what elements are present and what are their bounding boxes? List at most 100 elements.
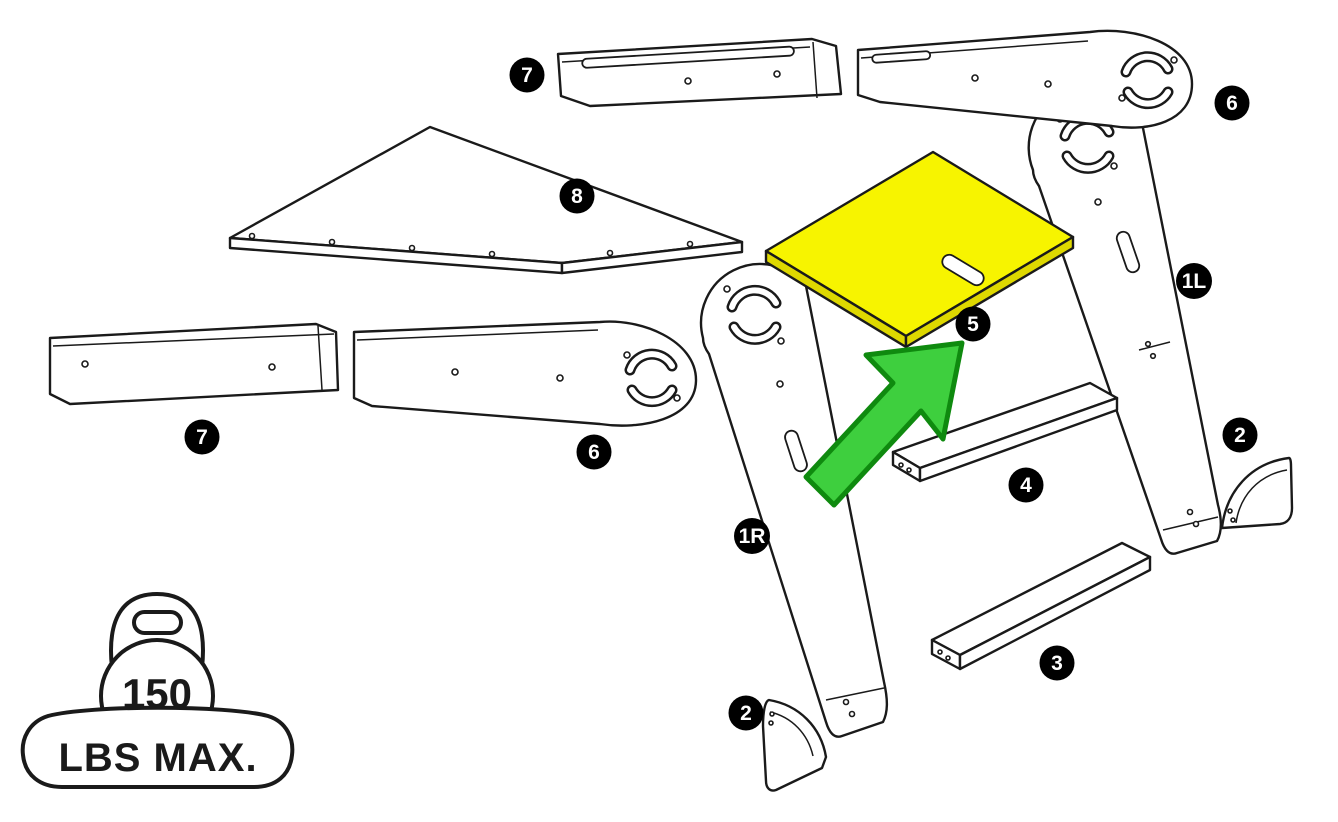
- screw-hole: [898, 462, 904, 468]
- weight-limit-badge: 150 LBS MAX.: [20, 592, 295, 789]
- rail-6-top-body: [856, 29, 1194, 129]
- part-badge-6-top: 6: [1214, 85, 1250, 121]
- panel-5-top-face: [764, 150, 1075, 338]
- edge-line: [356, 329, 599, 341]
- screw-hole: [768, 720, 774, 726]
- badge-label: 4: [1020, 474, 1032, 497]
- badge-circle: [576, 434, 612, 470]
- screw-hole: [937, 649, 943, 655]
- screw-hole: [1186, 508, 1194, 516]
- screw-hole: [268, 363, 276, 371]
- part-badge-5: 5: [955, 306, 991, 342]
- badge-circle: [1176, 263, 1212, 299]
- screw-hole: [769, 711, 775, 717]
- weight-limit-caption: LBS MAX.: [58, 736, 257, 780]
- screw-hole: [606, 249, 614, 257]
- screw-hole: [848, 710, 856, 718]
- screw-hole: [1094, 198, 1102, 206]
- rail-7-left-body: [48, 322, 340, 406]
- badge-circle: [728, 695, 764, 731]
- panel-8-desktop: [228, 125, 744, 275]
- part-badge-3: 3: [1039, 645, 1075, 681]
- foot-seam-line: [825, 687, 885, 701]
- leg-1L-body: [1027, 85, 1223, 555]
- badge-circle: [1008, 467, 1044, 503]
- rail-6-left-body: [352, 320, 698, 427]
- foot-cap-2-bottom: [761, 698, 828, 792]
- foot-seam-line: [1162, 516, 1219, 531]
- screw-hole: [971, 74, 979, 82]
- part-badge-8: 8: [559, 178, 595, 214]
- screw-hole: [1227, 508, 1233, 514]
- badge-circle: [509, 57, 545, 93]
- screw-hole: [773, 70, 781, 78]
- weight-limit-value: 150: [122, 670, 192, 717]
- part-badge-6-left: 6: [576, 434, 612, 470]
- part-badge-7-left: 7: [184, 419, 220, 455]
- rail-slot: [871, 50, 932, 64]
- rail-7-top-body: [556, 37, 843, 108]
- badge-circle: [734, 518, 770, 554]
- badge-label: 7: [196, 426, 208, 449]
- arrow-icon: [803, 340, 965, 508]
- screw-hole: [623, 351, 631, 359]
- screw-hole: [1230, 517, 1236, 523]
- screw-hole: [906, 467, 912, 473]
- rail-6-top: [856, 29, 1194, 129]
- leg-1R: [699, 262, 889, 738]
- curved-slot-icon: [1125, 89, 1171, 107]
- rail-7-left: [48, 322, 340, 406]
- part-badge-1R: 1R: [734, 518, 770, 554]
- badge-circle: [1039, 645, 1075, 681]
- screw-hole: [776, 380, 784, 388]
- badge-circle: [955, 306, 991, 342]
- part-badge-2-right: 2: [1222, 417, 1258, 453]
- foot-cap-body: [761, 698, 828, 792]
- seam-line: [1138, 341, 1171, 351]
- step-3: [930, 541, 1152, 671]
- badge-circle: [1214, 85, 1250, 121]
- screw-hole: [451, 368, 459, 376]
- curved-slot-icon: [1064, 153, 1112, 172]
- panel-5-front-right-edge: [904, 235, 1075, 349]
- rail-slot: [581, 45, 795, 69]
- badge-label: 1L: [1182, 270, 1207, 293]
- leg-slot: [784, 429, 808, 473]
- step-4-front-face: [918, 396, 1119, 483]
- screw-hole: [1110, 162, 1118, 170]
- screw-hole: [1149, 352, 1157, 360]
- kettlebell-handle-hole: [132, 610, 183, 635]
- screw-hole: [777, 337, 785, 345]
- curved-slot-icon: [1123, 53, 1171, 75]
- badge-circle: [184, 419, 220, 455]
- part-badge-2-bottom: 2: [728, 695, 764, 731]
- step-4: [891, 381, 1119, 483]
- screw-hole: [1044, 80, 1052, 88]
- screw-hole: [723, 285, 731, 293]
- screw-hole: [684, 77, 692, 85]
- screw-hole: [488, 250, 496, 258]
- step-3-front-face: [958, 555, 1152, 671]
- screw-hole: [1144, 340, 1152, 348]
- badge-label: 2: [1234, 424, 1246, 447]
- badge-label: 7: [521, 64, 533, 87]
- screw-hole: [673, 394, 681, 402]
- rail-7-top: [556, 37, 843, 108]
- screw-hole: [248, 232, 256, 240]
- part-badge-7-top: 7: [509, 57, 545, 93]
- leg-1R-body: [699, 262, 889, 738]
- thickness-line: [1235, 469, 1288, 524]
- badge-label: 2: [740, 702, 752, 725]
- badge-label: 5: [967, 313, 979, 336]
- lbs-banner: [20, 705, 295, 789]
- curved-slot-icon: [729, 287, 779, 310]
- screw-hole: [1170, 56, 1178, 64]
- screw-hole: [81, 360, 89, 368]
- tab-seam-line: [317, 325, 323, 391]
- thickness-line: [769, 711, 814, 757]
- leg-slot: [1115, 230, 1141, 274]
- rail-6-left: [352, 320, 698, 427]
- panel-5-highlighted: [764, 150, 1075, 349]
- part-badge-4: 4: [1008, 467, 1044, 503]
